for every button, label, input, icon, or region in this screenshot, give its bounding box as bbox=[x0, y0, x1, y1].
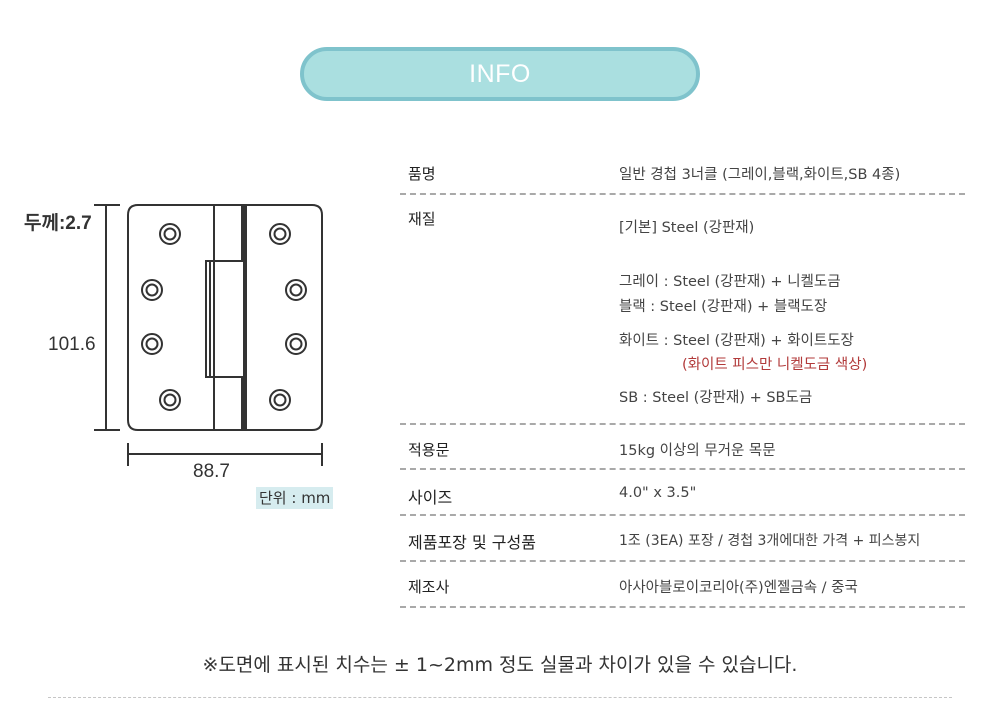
hinge-right-leaf bbox=[245, 204, 323, 431]
width-label: 88.7 bbox=[193, 461, 230, 482]
spec-value: 15kg 이상의 무거운 목문 bbox=[619, 443, 776, 459]
screw-hole-icon bbox=[159, 389, 181, 411]
bottom-divider bbox=[48, 697, 952, 698]
spec-label: 재질 bbox=[408, 210, 436, 228]
unit-label: 단위 : mm bbox=[256, 487, 334, 509]
info-banner: INFO bbox=[300, 47, 700, 101]
screw-hole-icon bbox=[269, 389, 291, 411]
height-dimension bbox=[94, 204, 120, 431]
spec-label: 제품포장 및 구성품 bbox=[408, 533, 536, 552]
hinge-knuckle-middle bbox=[205, 260, 245, 378]
spec-row-product-name: 품명 일반 경첩 3너클 (그레이,블랙,화이트,SB 4종) bbox=[400, 150, 965, 195]
spec-label: 적용문 bbox=[408, 441, 450, 459]
spec-label: 품명 bbox=[408, 165, 436, 183]
hinge-left-leaf bbox=[127, 204, 215, 431]
screw-hole-icon bbox=[285, 279, 307, 301]
screw-hole-icon bbox=[159, 223, 181, 245]
hinge-knuckle-top bbox=[213, 204, 245, 262]
spec-value: 일반 경첩 3너클 (그레이,블랙,화이트,SB 4종) bbox=[619, 167, 901, 183]
spec-row-door: 적용문 15kg 이상의 무거운 목문 bbox=[400, 425, 965, 470]
thickness-label: 두께:2.7 bbox=[24, 212, 92, 234]
screw-hole-icon bbox=[141, 333, 163, 355]
screw-holes bbox=[141, 223, 307, 411]
spec-row-package: 제품포장 및 구성품 1조 (3EA) 포장 / 경첩 3개에대한 가격 + 피… bbox=[400, 516, 965, 562]
material-sb: SB : Steel (강판재) + SB도금 bbox=[619, 390, 813, 406]
spec-label: 제조사 bbox=[408, 578, 450, 596]
spec-row-size: 사이즈 4.0" x 3.5" bbox=[400, 470, 965, 516]
spec-value: 4.0" x 3.5" bbox=[619, 485, 697, 501]
spec-value: 1조 (3EA) 포장 / 경첩 3개에대한 가격 + 피스봉지 bbox=[619, 533, 921, 549]
spec-value: 아사아블로이코리아(주)엔젤금속 / 중국 bbox=[619, 580, 858, 596]
dimension-disclaimer: ※도면에 표시된 치수는 ± 1~2mm 정도 실물과 차이가 있을 수 있습니… bbox=[202, 654, 798, 676]
material-white: 화이트 : Steel (강판재) + 화이트도장 bbox=[619, 333, 854, 349]
hinge-knuckle-bottom bbox=[213, 376, 245, 431]
material-white-note: (화이트 피스만 니켈도금 색상) bbox=[682, 357, 868, 373]
width-dimension bbox=[127, 443, 323, 466]
screw-hole-icon bbox=[269, 223, 291, 245]
spec-label: 사이즈 bbox=[408, 488, 453, 507]
screw-hole-icon bbox=[285, 333, 307, 355]
material-black: 블랙 : Steel (강판재) + 블랙도장 bbox=[619, 299, 828, 315]
material-gray: 그레이 : Steel (강판재) + 니켈도금 bbox=[619, 274, 841, 290]
hinge-drawing: 두께:2.7 101.6 88.7 bbox=[24, 204, 323, 482]
spec-table: 품명 일반 경첩 3너클 (그레이,블랙,화이트,SB 4종) 재질 [기본] … bbox=[400, 150, 965, 608]
spec-row-maker: 제조사 아사아블로이코리아(주)엔젤금속 / 중국 bbox=[400, 562, 965, 608]
screw-hole-icon bbox=[141, 279, 163, 301]
spec-row-material: 재질 [기본] Steel (강판재) 그레이 : Steel (강판재) + … bbox=[400, 195, 965, 425]
material-base: [기본] Steel (강판재) bbox=[619, 220, 755, 236]
height-label: 101.6 bbox=[48, 334, 96, 355]
